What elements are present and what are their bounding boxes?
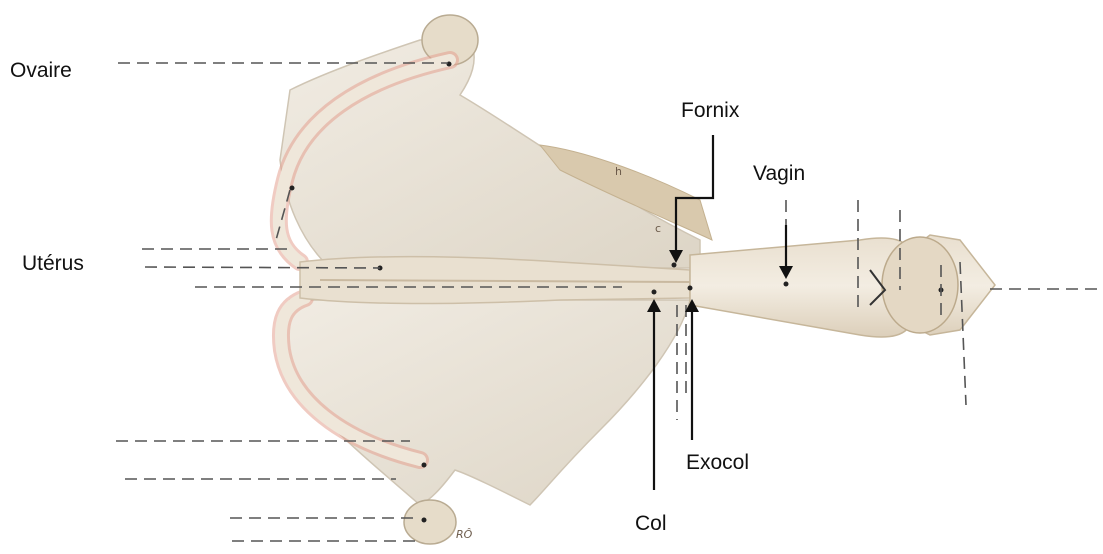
label-col: Col xyxy=(635,513,667,534)
artist-signature: RÔ xyxy=(456,528,472,541)
label-ovaire: Ovaire xyxy=(10,60,72,81)
broad-ligament-lower xyxy=(279,300,690,505)
label-vagin: Vagin xyxy=(753,163,805,184)
mark-h: h xyxy=(615,165,622,178)
broad-ligament-upper xyxy=(280,40,700,268)
label-fornix: Fornix xyxy=(681,100,739,121)
label-uterus: Utérus xyxy=(22,253,84,274)
vestibule xyxy=(882,237,958,333)
ovary-bottom xyxy=(404,500,456,544)
mark-c: c xyxy=(655,222,661,235)
label-exocol: Exocol xyxy=(686,452,749,473)
